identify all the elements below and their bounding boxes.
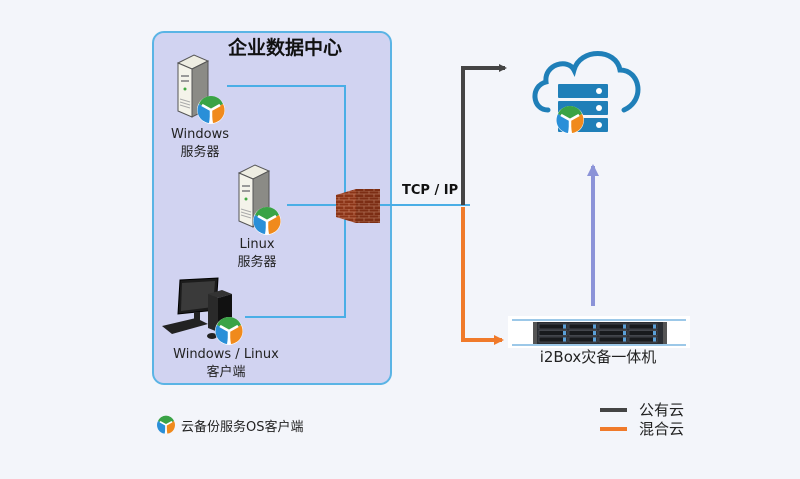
node-name: Windows [170, 127, 230, 142]
node-subtitle: 服务器 [237, 255, 277, 270]
legend-label-hybrid-cloud: 混合云 [639, 420, 685, 438]
desktop-pc-icon [162, 277, 232, 339]
appliance-node [508, 316, 690, 348]
rack-server-icon [533, 322, 667, 344]
legend-label-public-cloud: 公有云 [639, 401, 685, 419]
rack-rail-bottom [512, 344, 686, 346]
legend-item-public-cloud: 公有云 [600, 400, 684, 419]
connection-label: TCP / IP [402, 183, 459, 198]
legend-cloud-types: 公有云 混合云 [600, 400, 684, 438]
legend-backup-client: 云备份服务OS客户端 [156, 414, 304, 436]
backup-client-badge-icon [215, 317, 243, 345]
node-subtitle: 客户端 [206, 365, 246, 380]
legend-item-hybrid-cloud: 混合云 [600, 419, 684, 438]
firewall-icon [336, 189, 380, 223]
windows-server-label: Windows 服务器 [148, 126, 252, 162]
node-name: Windows / Linux [173, 347, 279, 362]
node-subtitle: 服务器 [180, 145, 220, 160]
client-pc-node [160, 276, 250, 346]
client-pc-label: Windows / Linux 客户端 [158, 346, 294, 382]
backup-client-badge-icon [197, 96, 225, 124]
legend-swatch-hybrid-cloud [600, 426, 627, 431]
legend-swatch-public-cloud [600, 407, 627, 412]
rack-rail-top [512, 319, 686, 321]
datacenter-title: 企业数据中心 [227, 37, 342, 59]
hybrid-cloud-path [461, 207, 504, 345]
windows-server-node [168, 53, 230, 125]
node-name: Linux [239, 237, 275, 252]
public-cloud-path [461, 64, 507, 205]
legend-backup-client-label: 云备份服务OS客户端 [181, 419, 304, 435]
backup-client-badge-icon [253, 207, 281, 235]
appliance-label: i2Box灾备一体机 [539, 348, 657, 366]
linux-server-label: Linux 服务器 [205, 236, 309, 272]
backup-client-badge-icon [156, 415, 176, 434]
cloud-server-icon [532, 51, 641, 134]
linux-server-node [229, 163, 291, 235]
